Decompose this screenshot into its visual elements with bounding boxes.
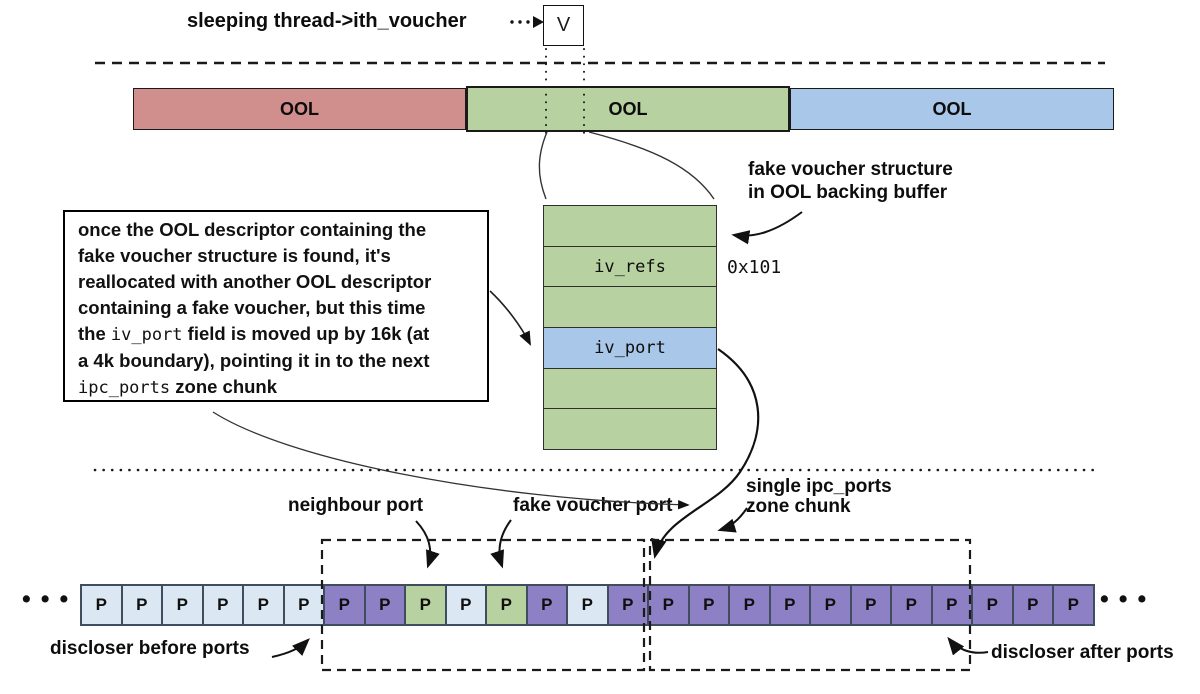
port-box: P	[80, 584, 123, 626]
ool-bar-left-label: OOL	[280, 98, 319, 119]
fake-voucher-port-label: fake voucher port	[513, 495, 673, 516]
fake-voucher-port-arrow	[490, 519, 512, 569]
port-box: P	[647, 584, 690, 626]
port-box: P	[444, 584, 487, 626]
fake-voucher-structure: iv_refs iv_port	[543, 205, 717, 450]
explanation-line: the iv_port field is moved up by 16k (at	[78, 321, 474, 348]
explanation-line: ipc_ports zone chunk	[78, 374, 474, 401]
port-box: P	[323, 584, 366, 626]
port-box: P	[120, 584, 163, 626]
port-box: P	[768, 584, 811, 626]
port-box: P	[809, 584, 852, 626]
explanation-text-segment: containing a fake voucher, but this time	[78, 297, 426, 318]
port-box: P	[201, 584, 244, 626]
port-box: P	[566, 584, 609, 626]
structure-row-empty	[544, 368, 716, 410]
zone-chunk-label-line1: single ipc_ports	[746, 476, 892, 497]
port-box: P	[728, 584, 771, 626]
port-box: P	[971, 584, 1014, 626]
discloser-before-label: discloser before ports	[50, 638, 250, 659]
port-box: P	[1052, 584, 1095, 626]
explanation-text-segment: fake voucher structure is found, it's	[78, 245, 391, 266]
discloser-after-arrow	[947, 636, 989, 656]
zone-chunk-label: single ipc_ports zone chunk	[746, 477, 892, 517]
port-box: P	[849, 584, 892, 626]
sleeping-thread-label: sleeping thread->ith_voucher	[187, 10, 467, 32]
port-box: P	[282, 584, 325, 626]
zoom-fan-left	[538, 131, 548, 200]
iv-refs-value: 0x101	[727, 257, 782, 278]
port-box: P	[485, 584, 528, 626]
explanation-code-segment: iv_port	[110, 325, 183, 345]
zone-chunk-arrow	[717, 507, 748, 533]
port-box: P	[890, 584, 933, 626]
ool-bar-left: OOL	[133, 88, 466, 130]
explanation-text-segment: once the OOL descriptor containing the	[78, 219, 427, 240]
neighbour-port-arrow	[415, 520, 440, 569]
right-ellipsis: •••	[1100, 585, 1157, 613]
port-box: P	[606, 584, 649, 626]
structure-row-empty	[544, 409, 716, 450]
zoom-fan-right	[588, 131, 715, 200]
structure-row-empty	[544, 206, 716, 247]
port-box: P	[363, 584, 406, 626]
left-ellipsis: •••	[22, 585, 79, 613]
explanation-text-segment: field is moved up by 16k (at	[182, 323, 430, 344]
fake-voucher-note: fake voucher structure in OOL backing bu…	[748, 158, 953, 204]
explanation-line: reallocated with another OOL descriptor	[78, 269, 474, 295]
explanation-to-structure-arrow	[489, 290, 531, 346]
structure-row-iv_refs: iv_refs	[544, 246, 716, 288]
voucher-box-label: V	[556, 14, 571, 36]
explanation-text-segment: a 4k boundary), pointing it in to the ne…	[78, 350, 430, 371]
explanation-box: once the OOL descriptor containing the fa…	[63, 210, 489, 402]
port-box: P	[930, 584, 973, 626]
port-box: P	[161, 584, 204, 626]
explanation-line: a 4k boundary), pointing it in to the ne…	[78, 348, 474, 374]
explanation-code-segment: ipc_ports	[78, 378, 171, 398]
structure-row-empty	[544, 287, 716, 329]
ool-bar-middle: OOL	[466, 86, 790, 132]
title-dotted-arrow	[510, 16, 544, 28]
port-box: P	[1011, 584, 1054, 626]
explanation-text-segment: reallocated with another OOL descriptor	[78, 271, 432, 292]
explanation-text-segment: zone chunk	[170, 376, 278, 397]
explanation-line: once the OOL descriptor containing the	[78, 217, 474, 243]
ool-bar-right-label: OOL	[932, 98, 972, 119]
discloser-before-arrow	[271, 638, 310, 658]
explanation-line: containing a fake voucher, but this time	[78, 295, 474, 321]
explanation-text-segment: the	[78, 323, 111, 344]
fake-note-arrow	[731, 211, 803, 245]
structure-row-iv_port: iv_port	[544, 328, 716, 369]
port-box: P	[404, 584, 447, 626]
voucher-box: V	[543, 5, 584, 46]
discloser-after-label: discloser after ports	[991, 642, 1174, 663]
port-box: P	[525, 584, 568, 626]
explanation-line: fake voucher structure is found, it's	[78, 243, 474, 269]
port-box: P	[242, 584, 285, 626]
zone-chunk-label-line2: zone chunk	[746, 496, 851, 517]
ool-bar-middle-label: OOL	[608, 98, 648, 119]
neighbour-port-label: neighbour port	[288, 495, 424, 516]
fake-voucher-note-line2: in OOL backing buffer	[748, 182, 948, 203]
ool-bar-right: OOL	[790, 88, 1114, 130]
fake-voucher-note-line1: fake voucher structure	[748, 159, 953, 180]
port-box: P	[687, 584, 730, 626]
